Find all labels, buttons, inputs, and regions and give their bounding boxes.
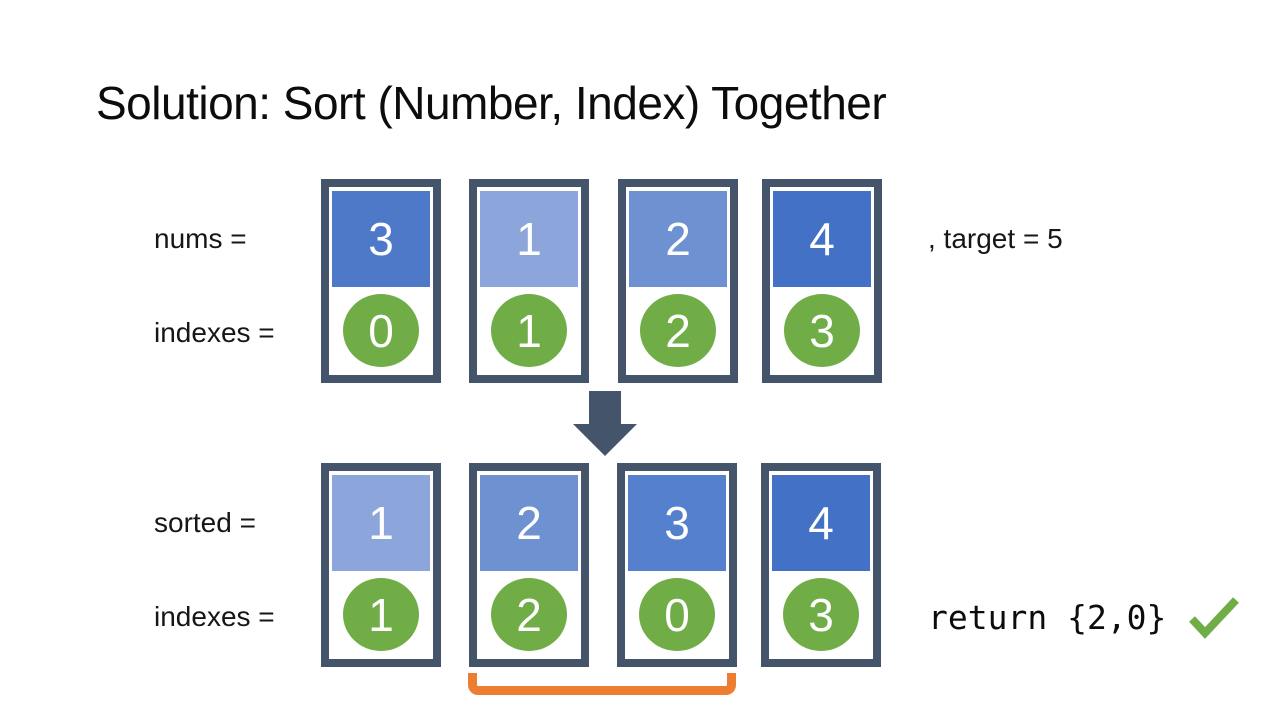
indexes-label-top: indexes =	[154, 317, 275, 348]
down-arrow-icon	[573, 391, 637, 456]
index-circle: 1	[343, 578, 419, 651]
array-cell: 1 1	[469, 179, 589, 383]
target-text: , target = 5	[928, 223, 1063, 254]
indexes-label-bottom: indexes =	[154, 601, 275, 632]
number-square: 3	[332, 191, 430, 287]
number-square: 2	[629, 191, 727, 287]
nums-label: nums =	[154, 223, 247, 254]
array-cell: 2 2	[618, 179, 738, 383]
number-square: 3	[628, 475, 726, 571]
green-checkmark-icon	[1189, 597, 1239, 639]
number-square: 1	[480, 191, 578, 287]
number-square: 1	[332, 475, 430, 571]
array-cell: 4 3	[761, 463, 881, 667]
index-circle: 1	[491, 294, 567, 367]
sorted-label: sorted =	[154, 507, 256, 538]
index-circle: 2	[491, 578, 567, 651]
return-text: return {2,0}	[928, 598, 1167, 637]
array-cell: 4 3	[762, 179, 882, 383]
pair-bracket	[468, 673, 736, 695]
array-cell: 2 2	[469, 463, 589, 667]
index-circle: 0	[639, 578, 715, 651]
index-circle: 3	[783, 578, 859, 651]
array-cell: 3 0	[321, 179, 441, 383]
number-square: 4	[772, 475, 870, 571]
number-square: 4	[773, 191, 871, 287]
array-cell: 3 0	[617, 463, 737, 667]
slide-title: Solution: Sort (Number, Index) Together	[96, 77, 887, 129]
index-circle: 3	[784, 294, 860, 367]
array-cell: 1 1	[321, 463, 441, 667]
index-circle: 2	[640, 294, 716, 367]
index-circle: 0	[343, 294, 419, 367]
number-square: 2	[480, 475, 578, 571]
